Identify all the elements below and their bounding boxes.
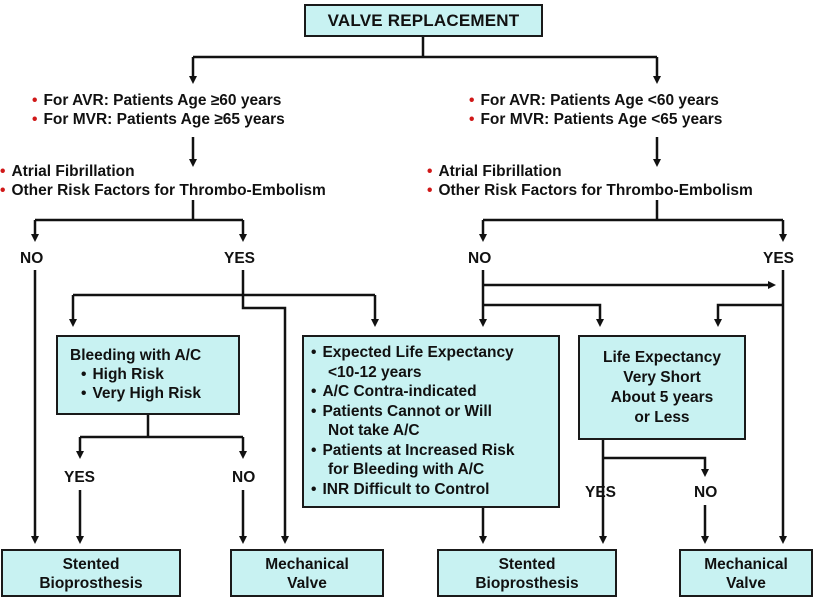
condition-life-expectancy: •Expected Life Expectancy <10-12 years [311, 344, 514, 381]
bleeding-item-very-high: •Very High Risk [81, 385, 201, 402]
condition-cannot-take-ac: •Patients Cannot or Will Not take A/C [311, 402, 492, 440]
left-yes-label: YES [224, 250, 256, 267]
right-yes-label: YES [763, 250, 795, 267]
bleeding-box-content: Bleeding with A/C •High Risk •Very High … [70, 346, 201, 403]
left-risk-factors: •Atrial Fibrillation •Other Risk Factors… [0, 162, 326, 200]
life-yes-label: YES [585, 484, 617, 501]
bleeding-box-title: Bleeding with A/C [70, 347, 202, 364]
outcome-stented-bioprosthesis-right: Stented Bioprosthesis [437, 549, 617, 597]
conditions-list: •Expected Life Expectancy <10-12 years •… [311, 343, 515, 499]
title-box: VALVE REPLACEMENT [304, 4, 543, 37]
right-risk-other: •Other Risk Factors for Thrombo-Embolism [427, 182, 753, 199]
condition-inr: •INR Difficult to Control [311, 480, 490, 498]
left-risk-af: •Atrial Fibrillation [0, 163, 135, 180]
title-text: VALVE REPLACEMENT [327, 11, 520, 30]
left-risk-other: •Other Risk Factors for Thrombo-Embolism [0, 182, 326, 199]
bleeding-risk-box: Bleeding with A/C •High Risk •Very High … [56, 335, 240, 415]
life-no-label: NO [694, 484, 718, 501]
right-risk-af: •Atrial Fibrillation [427, 163, 562, 180]
conditions-box: •Expected Life Expectancy <10-12 years •… [302, 335, 560, 508]
right-risk-factors: •Atrial Fibrillation •Other Risk Factors… [427, 162, 753, 200]
bleed-no-label: NO [232, 469, 256, 486]
condition-bleeding-risk: •Patients at Increased Risk for Bleeding… [311, 441, 515, 479]
outcome-mechanical-valve-right: Mechanical Valve [679, 549, 813, 597]
right-no-label: NO [468, 250, 492, 267]
bleeding-item-high: •High Risk [81, 366, 164, 383]
left-no-label: NO [20, 250, 44, 267]
outcome-mechanical-valve-left: Mechanical Valve [230, 549, 384, 597]
left-criteria-avr: •For AVR: Patients Age ≥60 years [32, 92, 282, 109]
life-box-text: Life Expectancy Very Short About 5 years… [602, 349, 722, 426]
left-criteria-mvr: •For MVR: Patients Age ≥65 years [32, 111, 285, 128]
right-criteria-avr: •For AVR: Patients Age <60 years [469, 92, 719, 109]
left-age-criteria: •For AVR: Patients Age ≥60 years •For MV… [32, 91, 285, 129]
bleed-yes-label: YES [64, 469, 96, 486]
outcome-stented-bioprosthesis-left: Stented Bioprosthesis [1, 549, 181, 597]
condition-ac-contraindicated: •A/C Contra-indicated [311, 383, 477, 400]
life-expectancy-box: Life Expectancy Very Short About 5 years… [578, 335, 746, 440]
right-age-criteria: •For AVR: Patients Age <60 years •For MV… [469, 91, 722, 129]
right-criteria-mvr: •For MVR: Patients Age <65 years [469, 111, 723, 128]
